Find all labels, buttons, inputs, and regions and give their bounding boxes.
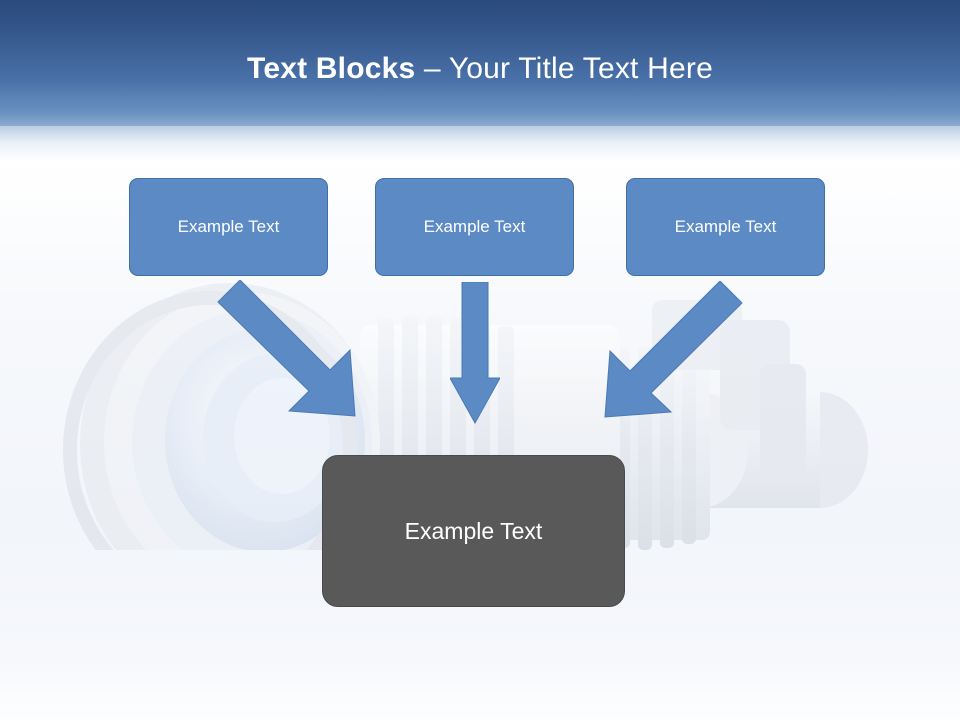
text-block-2-label: Example Text [423, 217, 526, 236]
text-block-3-label: Example Text [674, 217, 777, 236]
header-fade [0, 126, 960, 162]
page-title-separator: – [415, 52, 449, 85]
page-title-light: Your Title Text Here [448, 52, 713, 85]
text-block-summary-label: Example Text [404, 517, 543, 544]
arrow-down-right [217, 280, 356, 417]
text-block-2[interactable]: Example Text [375, 178, 574, 276]
page-title-strong: Text Blocks [247, 52, 416, 85]
text-block-1[interactable]: Example Text [129, 178, 328, 276]
page-title: Text Blocks – Your Title Text Here [0, 50, 960, 88]
text-block-3[interactable]: Example Text [626, 178, 825, 276]
header-band [0, 0, 960, 133]
arrow-down [450, 282, 500, 424]
arrow-down-left [604, 281, 743, 418]
binocular-photo [63, 283, 868, 550]
text-block-summary[interactable]: Example Text [322, 455, 625, 607]
text-block-1-label: Example Text [177, 217, 280, 236]
